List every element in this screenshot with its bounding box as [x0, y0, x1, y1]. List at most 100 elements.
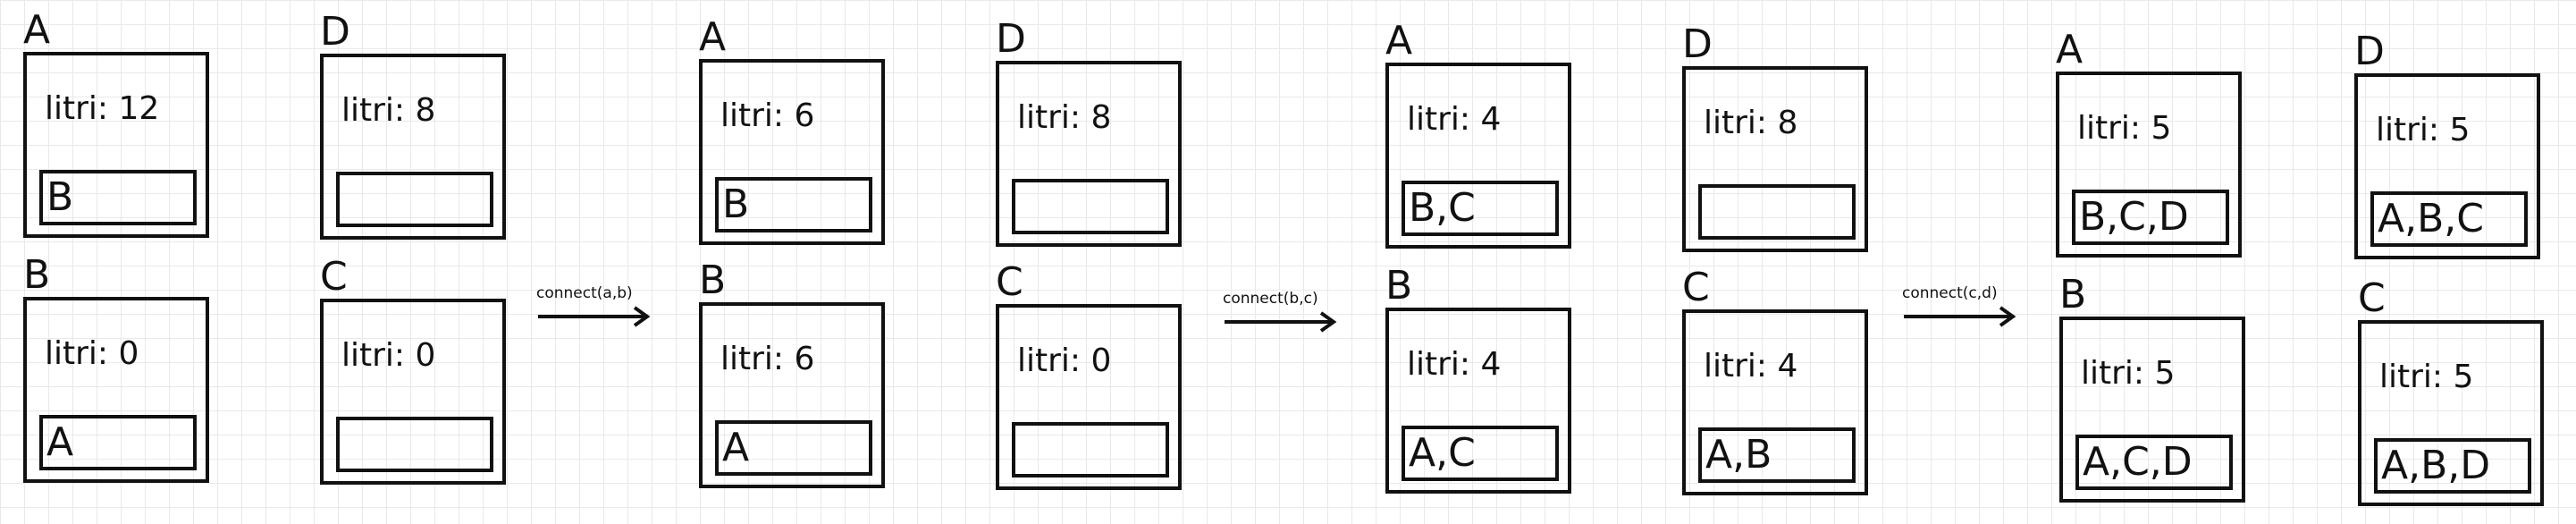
litri-row: litri: 8: [1704, 106, 1797, 141]
node-box: litri: 5 A,C,D: [2059, 317, 2245, 503]
litri-row: litri: 4: [1407, 347, 1501, 383]
node-box: litri: 6 B: [699, 59, 885, 245]
connections-box: B,C,D: [2072, 190, 2229, 245]
litri-row: litri: 5: [2081, 356, 2175, 392]
node-box: litri: 8: [1682, 66, 1868, 252]
litri-value: 8: [415, 92, 436, 129]
litri-row: litri: 5: [2376, 113, 2470, 148]
node-box: litri: 0 A: [23, 297, 209, 483]
litri-label: litri:: [341, 337, 406, 374]
litri-label: litri:: [2081, 355, 2145, 392]
arrow-label: connect(c,d): [1902, 284, 1998, 302]
litri-value: 12: [118, 90, 160, 127]
node-name: A: [699, 14, 727, 60]
litri-row: litri: 0: [1017, 343, 1111, 379]
connections-box: A,C,D: [2075, 435, 2233, 490]
litri-value: 6: [794, 97, 815, 134]
connections-box: B: [715, 177, 872, 232]
right-arrow-icon: [1225, 311, 1337, 333]
node-name: A: [1385, 18, 1413, 63]
node-box: litri: 4 B,C: [1385, 63, 1571, 249]
right-arrow-icon: [1904, 306, 2016, 327]
litri-label: litri:: [1017, 99, 1082, 136]
litri-value: 4: [1480, 346, 1502, 383]
connections-box: A,C: [1402, 426, 1559, 481]
litri-row: litri: 4: [1407, 102, 1501, 138]
connect-arrow-1: connect(a,b): [536, 284, 651, 334]
connect-arrow-2: connect(b,c): [1223, 290, 1337, 340]
litri-label: litri:: [720, 341, 785, 377]
connections-box: B: [39, 170, 197, 225]
litri-label: litri:: [2077, 110, 2142, 147]
litri-value: 5: [2154, 355, 2176, 392]
node-name: B: [2059, 272, 2087, 317]
node-box: litri: 8: [320, 54, 506, 240]
litri-label: litri:: [1704, 348, 1768, 385]
node-name: C: [2358, 275, 2386, 321]
litri-value: 0: [1090, 342, 1112, 379]
litri-label: litri:: [1704, 105, 1768, 141]
node-name: A: [2056, 27, 2084, 72]
litri-label: litri:: [45, 90, 109, 127]
litri-value: 8: [1090, 99, 1112, 136]
node-box: litri: 8: [996, 61, 1182, 247]
connections-box: B,C: [1402, 181, 1559, 236]
litri-row: litri: 8: [341, 93, 435, 129]
litri-value: 8: [1777, 105, 1798, 141]
litri-label: litri:: [2376, 112, 2440, 148]
litri-label: litri:: [2379, 359, 2444, 395]
arrow-label: connect(a,b): [536, 284, 633, 302]
node-name: D: [320, 9, 350, 55]
connections-box: [1012, 422, 1169, 478]
litri-row: litri: 6: [720, 342, 814, 377]
litri-row: litri: 6: [720, 98, 814, 134]
litri-label: litri:: [720, 97, 785, 134]
litri-value: 5: [2449, 112, 2471, 148]
litri-value: 5: [2151, 110, 2172, 147]
litri-label: litri:: [341, 92, 406, 129]
litri-value: 4: [1777, 348, 1798, 385]
node-box: litri: 4 A,B: [1682, 309, 1868, 495]
litri-label: litri:: [1017, 342, 1082, 379]
connect-arrow-3: connect(c,d): [1902, 284, 2016, 334]
node-box: litri: 4 A,C: [1385, 308, 1571, 494]
connections-box: [336, 172, 493, 227]
connections-box: [336, 417, 493, 472]
litri-row: litri: 5: [2379, 359, 2473, 395]
node-name: C: [1682, 265, 1710, 310]
node-box: litri: 5 B,C,D: [2056, 72, 2242, 258]
litri-value: 5: [2453, 359, 2474, 395]
litri-label: litri:: [1407, 346, 1471, 383]
connections-box: A: [39, 415, 197, 470]
node-name: D: [996, 16, 1026, 62]
node-box: litri: 0: [320, 299, 506, 485]
litri-row: litri: 0: [341, 338, 435, 374]
node-box: litri: 5 A,B,C: [2354, 73, 2540, 259]
litri-row: litri: 5: [2077, 111, 2171, 147]
node-box: litri: 5 A,B,D: [2358, 320, 2544, 506]
node-box: litri: 12 B: [23, 52, 209, 238]
node-name: B: [699, 258, 727, 303]
connections-box: A,B,C: [2370, 191, 2528, 247]
connections-box: A,B: [1698, 427, 1856, 483]
connections-box: [1012, 179, 1169, 234]
node-box: litri: 6 A: [699, 302, 885, 488]
litri-value: 0: [118, 335, 139, 372]
litri-value: 4: [1480, 101, 1502, 138]
node-name: B: [23, 252, 51, 298]
node-name: D: [1682, 21, 1713, 67]
litri-label: litri:: [1407, 101, 1471, 138]
node-name: A: [23, 7, 51, 53]
connections-box: A: [715, 420, 872, 476]
arrow-label: connect(b,c): [1223, 290, 1318, 308]
node-box: litri: 0: [996, 304, 1182, 490]
node-name: C: [996, 259, 1023, 305]
litri-row: litri: 4: [1704, 349, 1797, 385]
litri-value: 0: [415, 337, 436, 374]
litri-value: 6: [794, 341, 815, 377]
node-name: C: [320, 254, 348, 300]
litri-label: litri:: [45, 335, 109, 372]
node-name: D: [2354, 29, 2385, 74]
litri-row: litri: 12: [45, 91, 159, 127]
right-arrow-icon: [538, 306, 651, 327]
